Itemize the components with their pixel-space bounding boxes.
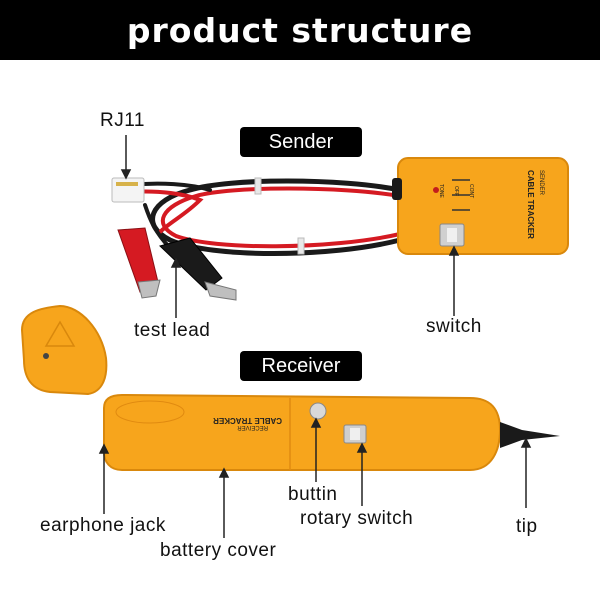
- test-lead-label: test lead: [134, 320, 211, 341]
- sender-brand-text: CABLE TRACKER: [526, 170, 535, 239]
- page-title: product structure: [0, 0, 600, 60]
- buttin-label: buttin: [288, 484, 338, 505]
- red-alligator-clip: [117, 227, 161, 299]
- battery-cover-label: battery cover: [160, 540, 277, 561]
- sender-off-text: OFF: [453, 186, 459, 196]
- rj11-plug: [111, 177, 145, 203]
- sender-section-label: Sender: [240, 127, 362, 157]
- rj11-label: RJ11: [100, 110, 145, 131]
- tip-label: tip: [516, 516, 538, 537]
- receiver-cap: [20, 304, 108, 396]
- earphone-jack-label: earphone jack: [40, 515, 166, 536]
- sender-tone-text: TONE: [438, 184, 444, 198]
- annotation-arrows: [98, 135, 532, 538]
- rotary-switch-label: rotary switch: [300, 508, 414, 529]
- black-alligator-clip: [159, 237, 237, 301]
- sender-cont-text: CONT: [468, 184, 474, 198]
- receiver-model-text: RECEIVER: [237, 424, 268, 430]
- sender-model-text: SENDER: [538, 170, 544, 196]
- receiver-device: [103, 393, 560, 471]
- sender-cable: [128, 177, 403, 256]
- sender-device: [392, 157, 569, 255]
- switch-label: switch: [426, 316, 482, 337]
- receiver-section-label: Receiver: [240, 351, 362, 381]
- receiver-brand-text: CABLE TRACKER: [213, 416, 282, 425]
